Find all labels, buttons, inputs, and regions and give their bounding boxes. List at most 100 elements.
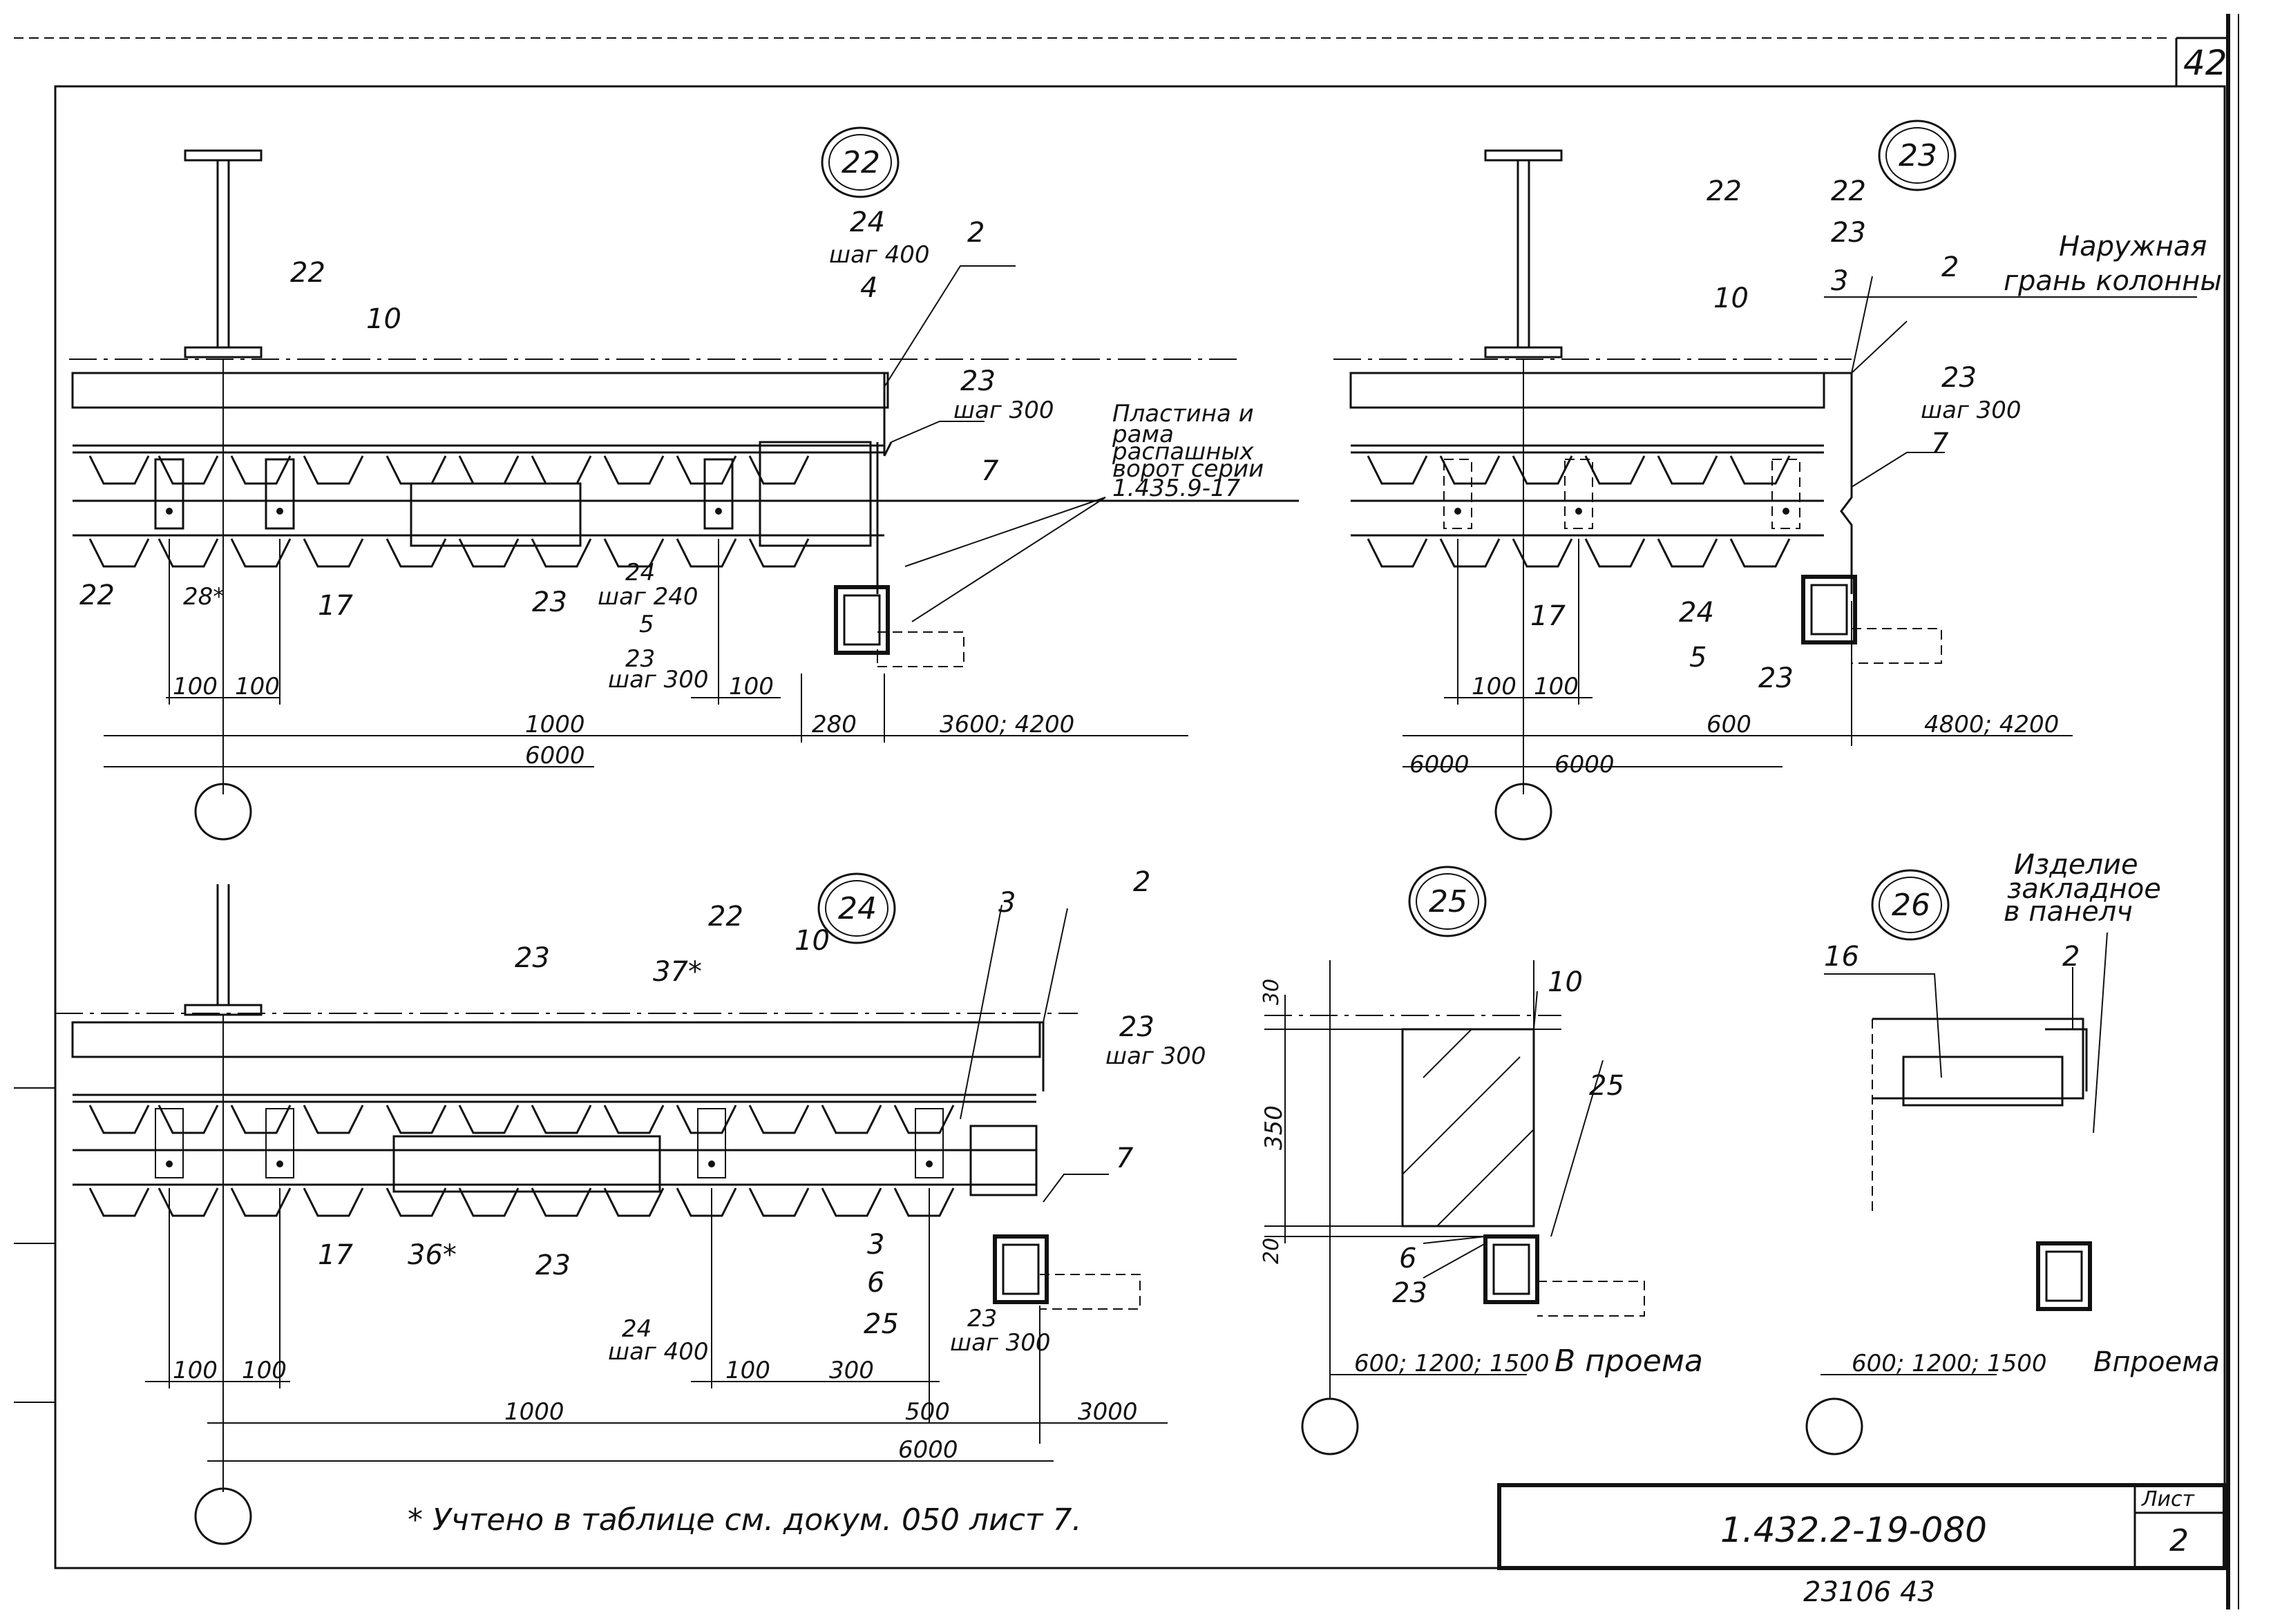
d22-dim-100b: 100	[235, 673, 280, 700]
sheet-frame	[14, 14, 2239, 1609]
d22-dim-100a: 100	[173, 673, 218, 700]
d23-label-7: 7	[1931, 428, 1949, 459]
d24-label-2: 2	[1133, 866, 1150, 898]
detail-23-marker: 23	[1899, 138, 1937, 173]
d22-note-sliding: распашных	[1112, 438, 1254, 466]
detail-26	[1805, 869, 2108, 1455]
d26-label-in-opening: Впроема	[2093, 1346, 2220, 1378]
d26-label-16: 16	[1824, 941, 1859, 973]
d22-dim-6000: 6000	[525, 742, 585, 770]
d24-label-24: 24	[622, 1315, 652, 1343]
detail-23	[1333, 120, 2197, 841]
d24-label-3: 3	[998, 887, 1016, 919]
d24-pitch-300-c: шаг 300	[950, 1329, 1051, 1357]
d22-label-pitch-240: шаг 240	[598, 583, 698, 611]
d25-label-10: 10	[1548, 966, 1583, 998]
d25-label-25: 25	[1589, 1070, 1624, 1102]
d23-label-23-r: 23	[1941, 362, 1977, 394]
d23-label-3: 3	[1831, 265, 1848, 297]
page-number: 42	[2183, 43, 2227, 83]
d24-label-23-c: 23	[967, 1305, 997, 1332]
d25-label-6: 6	[1399, 1243, 1416, 1274]
d22-label-4: 4	[860, 272, 877, 304]
detail-25-marker: 25	[1429, 884, 1467, 919]
d25-label-in-opening: В проема	[1555, 1344, 1703, 1379]
d24-label-25: 25	[864, 1308, 899, 1340]
doc-code: 1.432.2-19-080	[1720, 1510, 1987, 1550]
d22-dim-1000: 1000	[525, 711, 585, 738]
d24-label-10: 10	[795, 925, 830, 957]
d26-embed-3: в панелч	[2004, 896, 2133, 928]
d26-embed-2: закладное	[2007, 873, 2161, 905]
d24-label-7: 7	[1116, 1143, 1134, 1174]
d23-label-2: 2	[1941, 251, 1959, 283]
footnote: * Учтено в таблице см. докум. 050 лист 7…	[408, 1502, 1082, 1538]
d22-label-23-mid: 23	[532, 586, 567, 618]
d23-dim-span: 4800; 4200	[1924, 711, 2059, 738]
d22-label-pitch-300-right: шаг 300	[953, 397, 1054, 424]
d23-dim-600: 600	[1707, 711, 1751, 738]
bottom-stamp: 23106 43	[1803, 1576, 1935, 1608]
d25-dim-30: 30	[1259, 979, 1284, 1005]
detail-26-marker: 26	[1892, 888, 1930, 923]
d23-label-22a: 22	[1707, 175, 1742, 207]
d23-dim-100a: 100	[1472, 673, 1517, 700]
d24-label-6: 6	[867, 1267, 884, 1299]
d26-dim-width: 600; 1200; 1500	[1852, 1350, 2046, 1377]
d22-label-10: 10	[366, 303, 401, 335]
d25-dim-350: 350	[1260, 1105, 1288, 1150]
d23-label-5: 5	[1689, 642, 1707, 674]
d22-label-22-bottom: 22	[79, 580, 115, 611]
d24-dim-100a: 100	[173, 1357, 218, 1384]
d22-note-gates: ворот серии	[1112, 455, 1264, 483]
d24-dim-100b: 100	[242, 1357, 287, 1384]
d22-label-2: 2	[967, 217, 985, 249]
detail-24-marker: 24	[838, 891, 877, 926]
d24-label-23-b: 23	[535, 1250, 571, 1281]
d24-dim-6000: 6000	[898, 1436, 958, 1464]
d24-dim-500: 500	[905, 1398, 950, 1426]
d22-label-5: 5	[639, 611, 654, 638]
detail-25	[1264, 866, 1645, 1455]
detail-22: 22	[69, 126, 1299, 841]
detail-24	[55, 872, 1168, 1545]
d24-label-36: 36*	[408, 1239, 457, 1271]
d24-label-17: 17	[318, 1239, 353, 1271]
d24-dim-3000: 3000	[1078, 1398, 1138, 1426]
d23-outer-face-1: Наружная	[2059, 231, 2207, 262]
d22-dim-span: 3600; 4200	[940, 711, 1074, 738]
d22-dim-100c: 100	[729, 673, 774, 700]
d22-label-28: 28*	[183, 583, 225, 611]
d22-dim-280: 280	[812, 711, 857, 738]
d24-pitch-400: шаг 400	[608, 1338, 709, 1366]
d23-label-24: 24	[1679, 597, 1714, 629]
detail-22-marker: 22	[842, 145, 880, 180]
d22-label-24-b: 24	[625, 559, 655, 586]
d22-label-17: 17	[318, 590, 353, 622]
d23-pitch-300: шаг 300	[1921, 397, 2022, 424]
d22-label-pitch-300-b: шаг 300	[608, 666, 709, 694]
d24-label-23: 23	[515, 942, 550, 974]
d24-dim-300: 300	[829, 1357, 874, 1384]
d22-note-series: 1.435.9-17	[1112, 475, 1241, 502]
d22-label-23-right: 23	[960, 365, 996, 397]
d22-label-22-top: 22	[290, 257, 325, 289]
d24-label-3b: 3	[867, 1229, 884, 1261]
d25-dim-20: 20	[1259, 1238, 1284, 1264]
d24-label-23-r: 23	[1119, 1011, 1154, 1043]
d22-note-frame: рама	[1112, 421, 1174, 448]
d24-dim-1000: 1000	[504, 1398, 564, 1426]
d24-pitch-300-r: шаг 300	[1105, 1042, 1206, 1070]
d23-label-17: 17	[1530, 600, 1566, 632]
d26-embed-1: Изделие	[2014, 849, 2138, 881]
d22-label-24: 24	[850, 207, 885, 238]
d22-label-23-b: 23	[625, 645, 655, 673]
d25-label-23: 23	[1392, 1277, 1427, 1309]
d22-note-plate: Пластина и	[1112, 400, 1254, 428]
d24-label-22: 22	[708, 901, 743, 933]
d23-outer-face-2: грань колонны	[2004, 265, 2222, 297]
sheet-number: 2	[2169, 1523, 2189, 1558]
d23-label-22b: 22	[1831, 175, 1866, 207]
d23-dim-6000a: 6000	[1409, 751, 1470, 778]
